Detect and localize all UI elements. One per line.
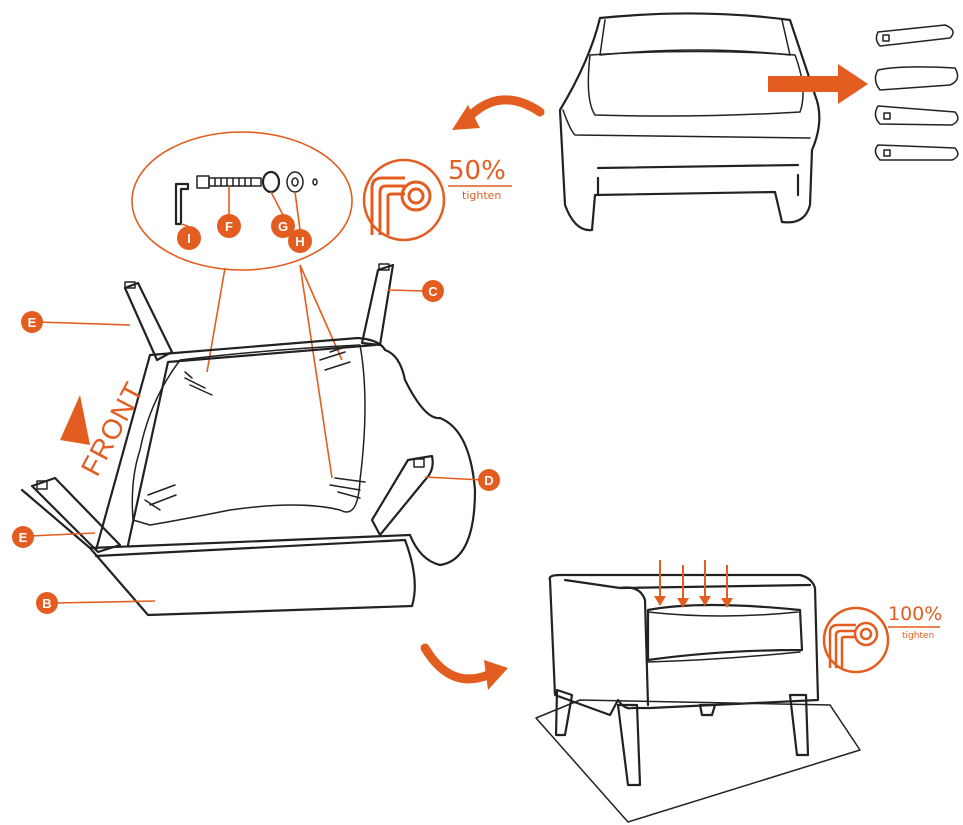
seat-frame (20, 263, 477, 617)
svg-text:H: H (295, 234, 304, 249)
finished-chair (535, 560, 861, 823)
part-badge-E-bottom: E (12, 526, 34, 548)
part-badge-G: G (271, 214, 295, 238)
spring-washer-icon (261, 170, 281, 194)
svg-text:C: C (428, 284, 438, 299)
part-badge-C: C (422, 280, 444, 302)
svg-text:G: G (278, 219, 288, 234)
svg-text:F: F (225, 219, 233, 234)
tighten-label-50: tighten (462, 189, 501, 202)
flat-washer-icon (286, 171, 304, 193)
part-badge-D: D (478, 469, 500, 491)
tighten-percent-100: 100% (888, 603, 942, 625)
bolt-icon (196, 175, 262, 189)
part-badge-F: F (217, 214, 241, 238)
part-badge-I: I (177, 226, 201, 250)
tighten-wrench-icon (362, 158, 446, 242)
right-arrow-icon (768, 64, 868, 104)
tighten-wrench-icon-final (822, 606, 890, 674)
curved-arrow-icon-bottom (420, 643, 508, 690)
svg-text:E: E (19, 530, 28, 545)
svg-text:I: I (187, 231, 191, 246)
part-badge-H: H (288, 229, 312, 253)
svg-text:D: D (484, 473, 493, 488)
svg-text:B: B (42, 596, 51, 611)
tighten-percent-50: 50% (448, 156, 506, 186)
connector-parts (874, 24, 959, 161)
chair-back-view (558, 12, 821, 232)
curved-arrow-icon (452, 95, 545, 130)
part-badge-E-top: E (21, 311, 43, 333)
svg-text:E: E (28, 315, 37, 330)
tighten-label-100: tighten (902, 631, 934, 641)
part-badge-B: B (36, 592, 58, 614)
hardware-callout (131, 131, 353, 479)
allen-key-icon (174, 182, 190, 226)
